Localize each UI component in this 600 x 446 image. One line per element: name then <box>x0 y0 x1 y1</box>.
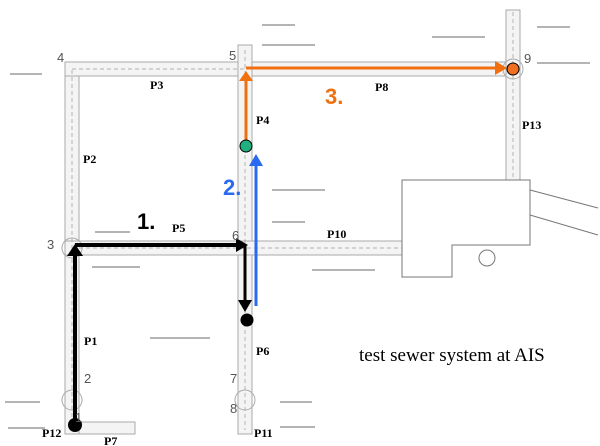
step-label-1: 1. <box>137 209 155 234</box>
start-marker-3 <box>239 139 253 153</box>
step-label-2: 2. <box>223 175 241 200</box>
node-7: 7 <box>230 371 237 386</box>
flow-path-1 <box>67 238 254 432</box>
start-marker-1 <box>68 418 82 432</box>
pipe-label-p6: P6 <box>256 344 269 358</box>
diagram-title: test sewer system at AIS <box>359 345 545 366</box>
flow-path-2 <box>249 154 263 306</box>
node-3: 3 <box>47 237 54 252</box>
pipe-label-p10: P10 <box>327 227 346 241</box>
node-6: 6 <box>232 228 239 243</box>
pipe-label-p3: P3 <box>150 78 163 92</box>
pipe-label-p12: P12 <box>42 426 61 440</box>
node-1: 1 <box>75 410 82 425</box>
pipe-label-p5: P5 <box>172 221 185 235</box>
node-2: 2 <box>84 371 91 386</box>
pipe-label-p13: P13 <box>522 118 541 132</box>
pipe-label-p8: P8 <box>375 80 388 94</box>
end-marker-3 <box>506 62 520 76</box>
node-labels: 1 2 3 4 5 6 7 8 9 <box>47 48 531 425</box>
pipe-label-p7: P7 <box>104 434 117 446</box>
flow-path-3 <box>239 61 520 153</box>
pipe-label-p4: P4 <box>256 113 269 127</box>
end-marker-1 <box>240 313 254 327</box>
node-4: 4 <box>57 50 64 65</box>
annotation-notes <box>5 24 590 429</box>
node-8: 8 <box>230 401 237 416</box>
node-5: 5 <box>229 48 236 63</box>
pipe-label-p1: P1 <box>84 334 97 348</box>
pipe-labels: P1 P2 P3 P4 P5 P6 P7 P8 P10 P11 P12 P13 <box>42 78 541 446</box>
step-label-3: 3. <box>325 84 343 109</box>
pipe-label-p11: P11 <box>254 426 273 440</box>
building-outline <box>401 179 599 278</box>
pipe-label-p2: P2 <box>83 152 96 166</box>
node-9: 9 <box>524 51 531 66</box>
